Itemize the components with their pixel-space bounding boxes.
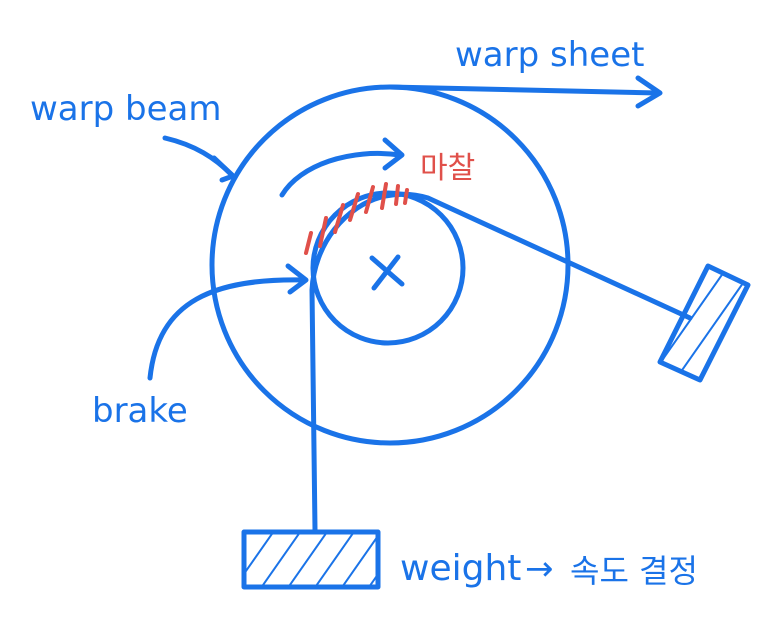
weight-arrow-label: → [525, 549, 554, 589]
hatched-weight-block [241, 529, 381, 590]
warp-beam-label: warp beam [30, 89, 221, 129]
warp-sheet-arrow [387, 75, 663, 109]
brake-pointer-arrow [147, 263, 309, 381]
hatched-anchor-block [657, 263, 751, 383]
rotation-arrow [279, 137, 405, 198]
brake-label: brake [92, 391, 188, 431]
x-mark-icon [369, 254, 405, 291]
brake-band [309, 191, 693, 533]
warp-beam-pointer-arrow [162, 135, 236, 183]
friction-label: 마찰 [420, 151, 475, 186]
friction-marks [304, 182, 409, 255]
warp-sheet-label: warp sheet [455, 35, 644, 75]
weight-label: weight [400, 548, 521, 589]
speed-decision-label: 속도 결정 [570, 552, 698, 590]
